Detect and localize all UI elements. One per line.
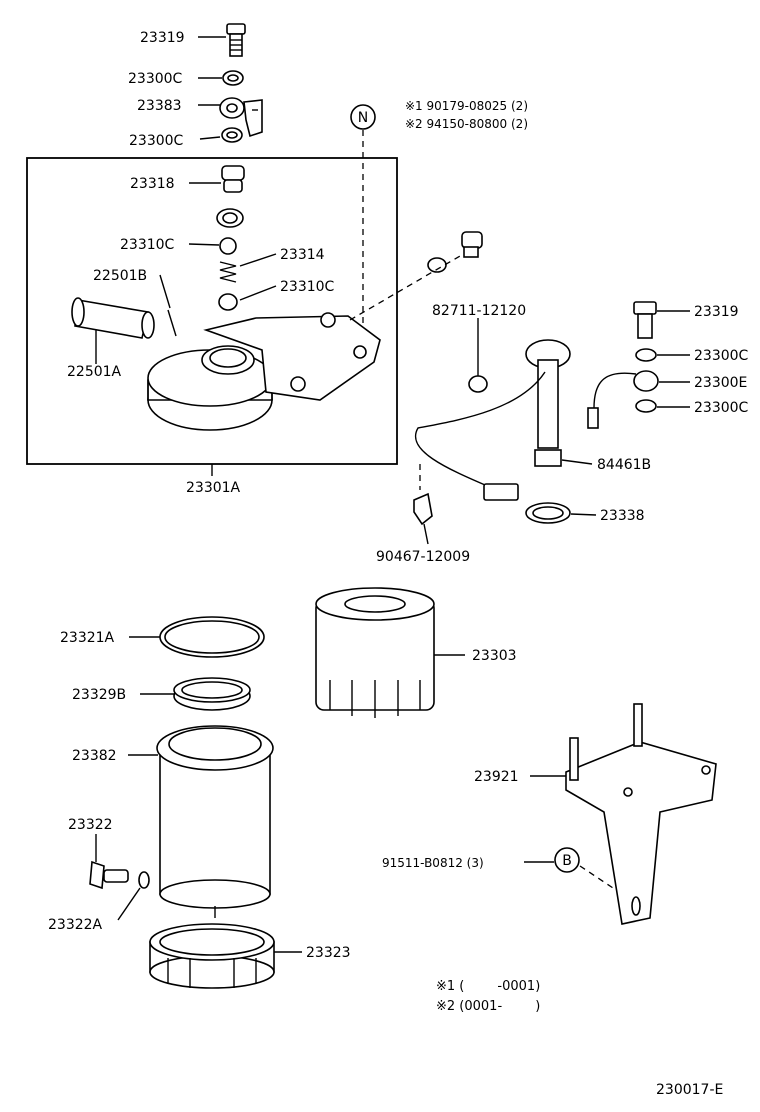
sensor-clamp-82711: [468, 375, 488, 393]
marker-n: N: [350, 104, 376, 130]
callout-23383: 23383: [137, 98, 182, 114]
sensor-84461b: [525, 339, 571, 467]
marker-b-label: B: [562, 853, 572, 869]
callout-23319-right: 23319: [694, 304, 739, 320]
spring-23314: [219, 261, 237, 283]
callout-82711-12120: 82711-12120: [432, 303, 526, 319]
callout-23322a: 23322A: [48, 917, 103, 933]
filter-element-23303: [315, 587, 435, 718]
callout-23319-top: 23319: [140, 30, 185, 46]
washer-23300c-second: [221, 127, 243, 143]
valve-23310c-upper: [219, 237, 237, 255]
callout-23921: 23921: [474, 769, 519, 785]
gasket-23338: [525, 502, 571, 524]
marker-b: B: [554, 847, 580, 873]
gasket-23322a: [138, 871, 150, 889]
washer-right: [427, 257, 447, 273]
bracket-23921: [565, 703, 717, 925]
callout-23300e: 23300E: [694, 375, 747, 391]
callout-23300c-b: 23300C: [129, 133, 184, 149]
case-23382: [156, 725, 274, 918]
washer-23318-lower: [216, 208, 244, 228]
pin-22501b: [167, 309, 177, 337]
connector: [483, 483, 519, 501]
callout-84461b: 84461B: [597, 457, 651, 473]
diagram-code: 230017-E: [656, 1082, 723, 1098]
note-2: ※2 94150-80800 (2): [405, 117, 528, 131]
callout-23322: 23322: [68, 817, 113, 833]
callout-23301a: 23301A: [186, 480, 241, 496]
callout-23338: 23338: [600, 508, 645, 524]
callout-23318: 23318: [130, 176, 175, 192]
note-1: ※1 90179-08025 (2): [405, 99, 528, 113]
banjo-23300e: [587, 370, 659, 429]
housing-23301a-body: [147, 312, 381, 431]
sensor-wire: [415, 371, 546, 489]
callout-23321a: 23321A: [60, 630, 115, 646]
plug-23318: [221, 165, 245, 193]
callout-23314: 23314: [280, 247, 325, 263]
drain-cock-23322: [89, 860, 129, 890]
callout-23323: 23323: [306, 945, 351, 961]
footnote-1: ※1 ( -0001): [436, 979, 540, 994]
callout-23382: 23382: [72, 748, 117, 764]
ring-23329b: [173, 677, 251, 711]
clip-90467: [413, 492, 433, 526]
retaining-nut-23323: [149, 923, 275, 989]
washer-23300c-top: [222, 70, 244, 86]
footnote-2: ※2 (0001- ): [436, 999, 540, 1014]
o-ring-23321a: [159, 616, 265, 658]
washer-23300c-right-bottom: [635, 399, 657, 413]
pump-22501a: [71, 297, 155, 339]
marker-n-label: N: [358, 110, 368, 126]
callout-22501b: 22501B: [93, 268, 147, 284]
callout-22501a: 22501A: [67, 364, 122, 380]
callout-23329b: 23329B: [72, 687, 126, 703]
bolt-23319-top: [226, 23, 246, 57]
plug-right: [461, 231, 483, 258]
leader-lines: [95, 36, 690, 953]
bolt-23319-right: [633, 301, 657, 339]
callout-23310c-b: 23310C: [280, 279, 335, 295]
washer-23300c-right-top: [635, 348, 657, 362]
callout-23310c-a: 23310C: [120, 237, 175, 253]
callout-23303: 23303: [472, 648, 517, 664]
callout-23300c-d: 23300C: [694, 400, 749, 416]
callout-90467-12009: 90467-12009: [376, 549, 470, 565]
banjo-23383: [219, 97, 263, 138]
callout-23300c-c: 23300C: [694, 348, 749, 364]
valve-23310c-lower: [218, 293, 238, 311]
callout-91511-b0812: 91511-B0812 (3): [382, 856, 484, 870]
callout-23300c-a: 23300C: [128, 71, 183, 87]
